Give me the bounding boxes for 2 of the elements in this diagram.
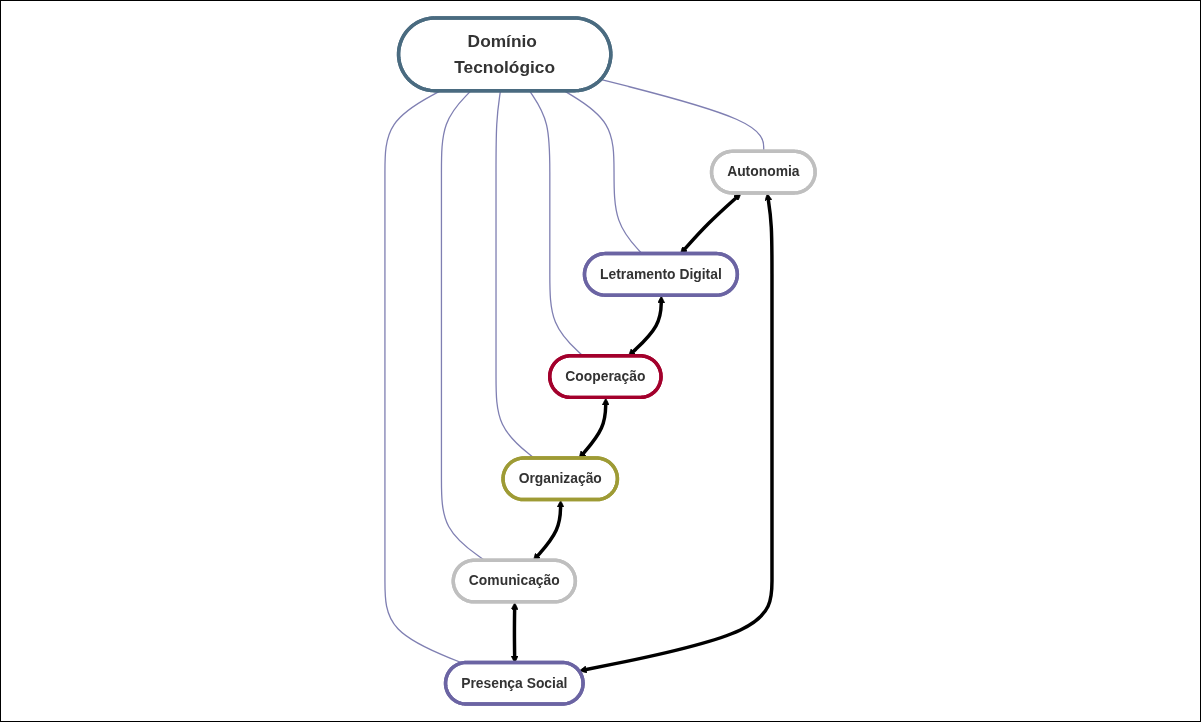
arrow (579, 193, 775, 674)
arrow (579, 397, 610, 459)
